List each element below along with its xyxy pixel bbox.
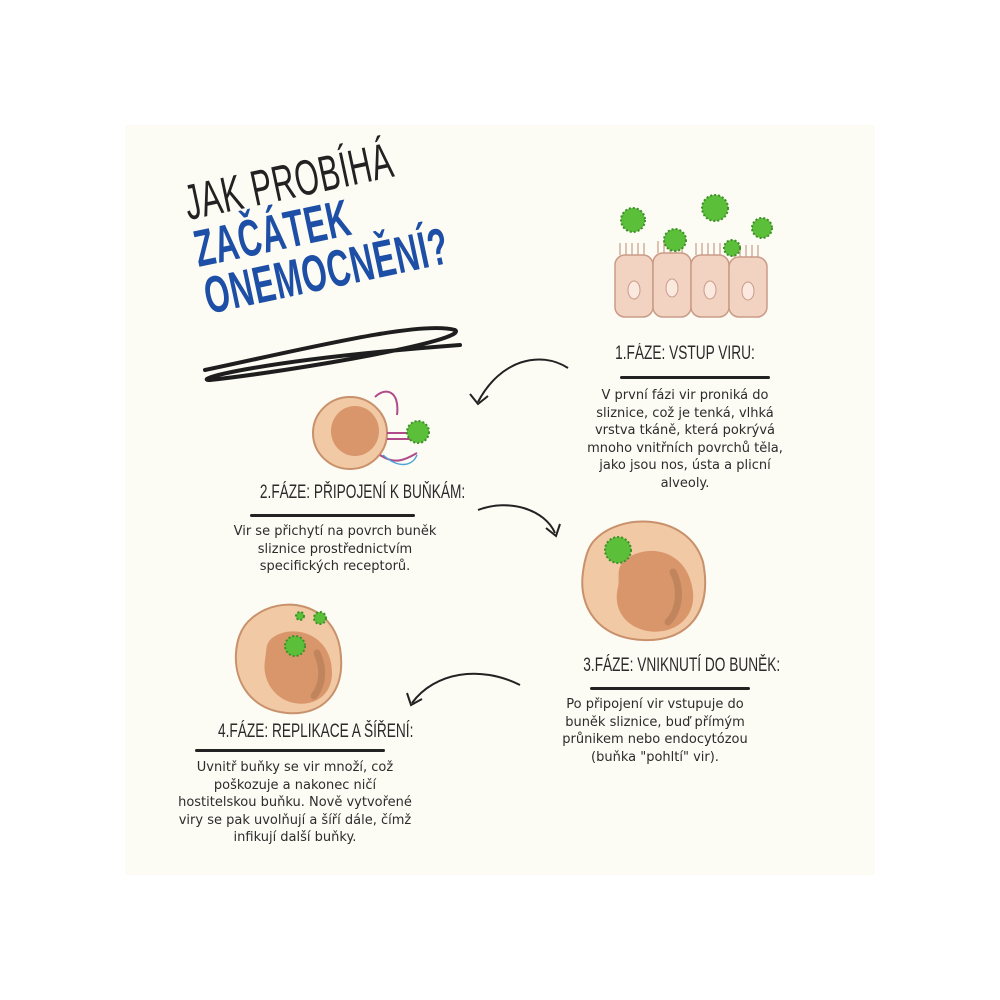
phase-1-text: V první fázi vir proniká do sliznice, co…	[587, 388, 783, 491]
phase-4-underline	[195, 749, 385, 752]
phase-3-underline	[590, 687, 750, 690]
phase-4-heading: 4.FÁZE: REPLIKACE A ŠÍŘENÍ:	[180, 721, 413, 743]
phase-2-underline	[250, 514, 415, 517]
cell-replication-illustration	[234, 603, 343, 715]
cell-entry-illustration	[581, 520, 707, 642]
phase-1-heading: 1.FÁZE: VSTUP VIRU:	[585, 343, 785, 365]
phase-1-heading-text: 1.FÁZE: VSTUP VIRU:	[615, 343, 755, 364]
phase-2-heading-text: 2.FÁZE: PŘIPOJENÍ K BUŇKÁM:	[259, 482, 466, 503]
phase-3-text: Po připojení vir vstupuje do buněk slizn…	[562, 697, 748, 765]
phase-2-text: Vir se přichytí na povrch buněk sliznice…	[233, 524, 437, 574]
phase-3-heading: 3.FÁZE: VNIKNUTÍ DO BUNĚK:	[545, 655, 780, 677]
phase-2-heading: 2.FÁZE: PŘIPOJENÍ K BUŇKÁM:	[220, 482, 465, 504]
phase-1-underline	[620, 376, 770, 379]
phase-4-text: Uvnitř buňky se vir množí, což poškozuje…	[178, 760, 412, 845]
phase-3-heading-text: 3.FÁZE: VNIKNUTÍ DO BUNĚK:	[583, 655, 781, 676]
cell-attachment-illustration	[312, 390, 430, 470]
mucosa-cells-illustration	[614, 194, 773, 318]
phase-4-heading-text: 4.FÁZE: REPLIKACE A ŠÍŘENÍ:	[217, 721, 414, 742]
